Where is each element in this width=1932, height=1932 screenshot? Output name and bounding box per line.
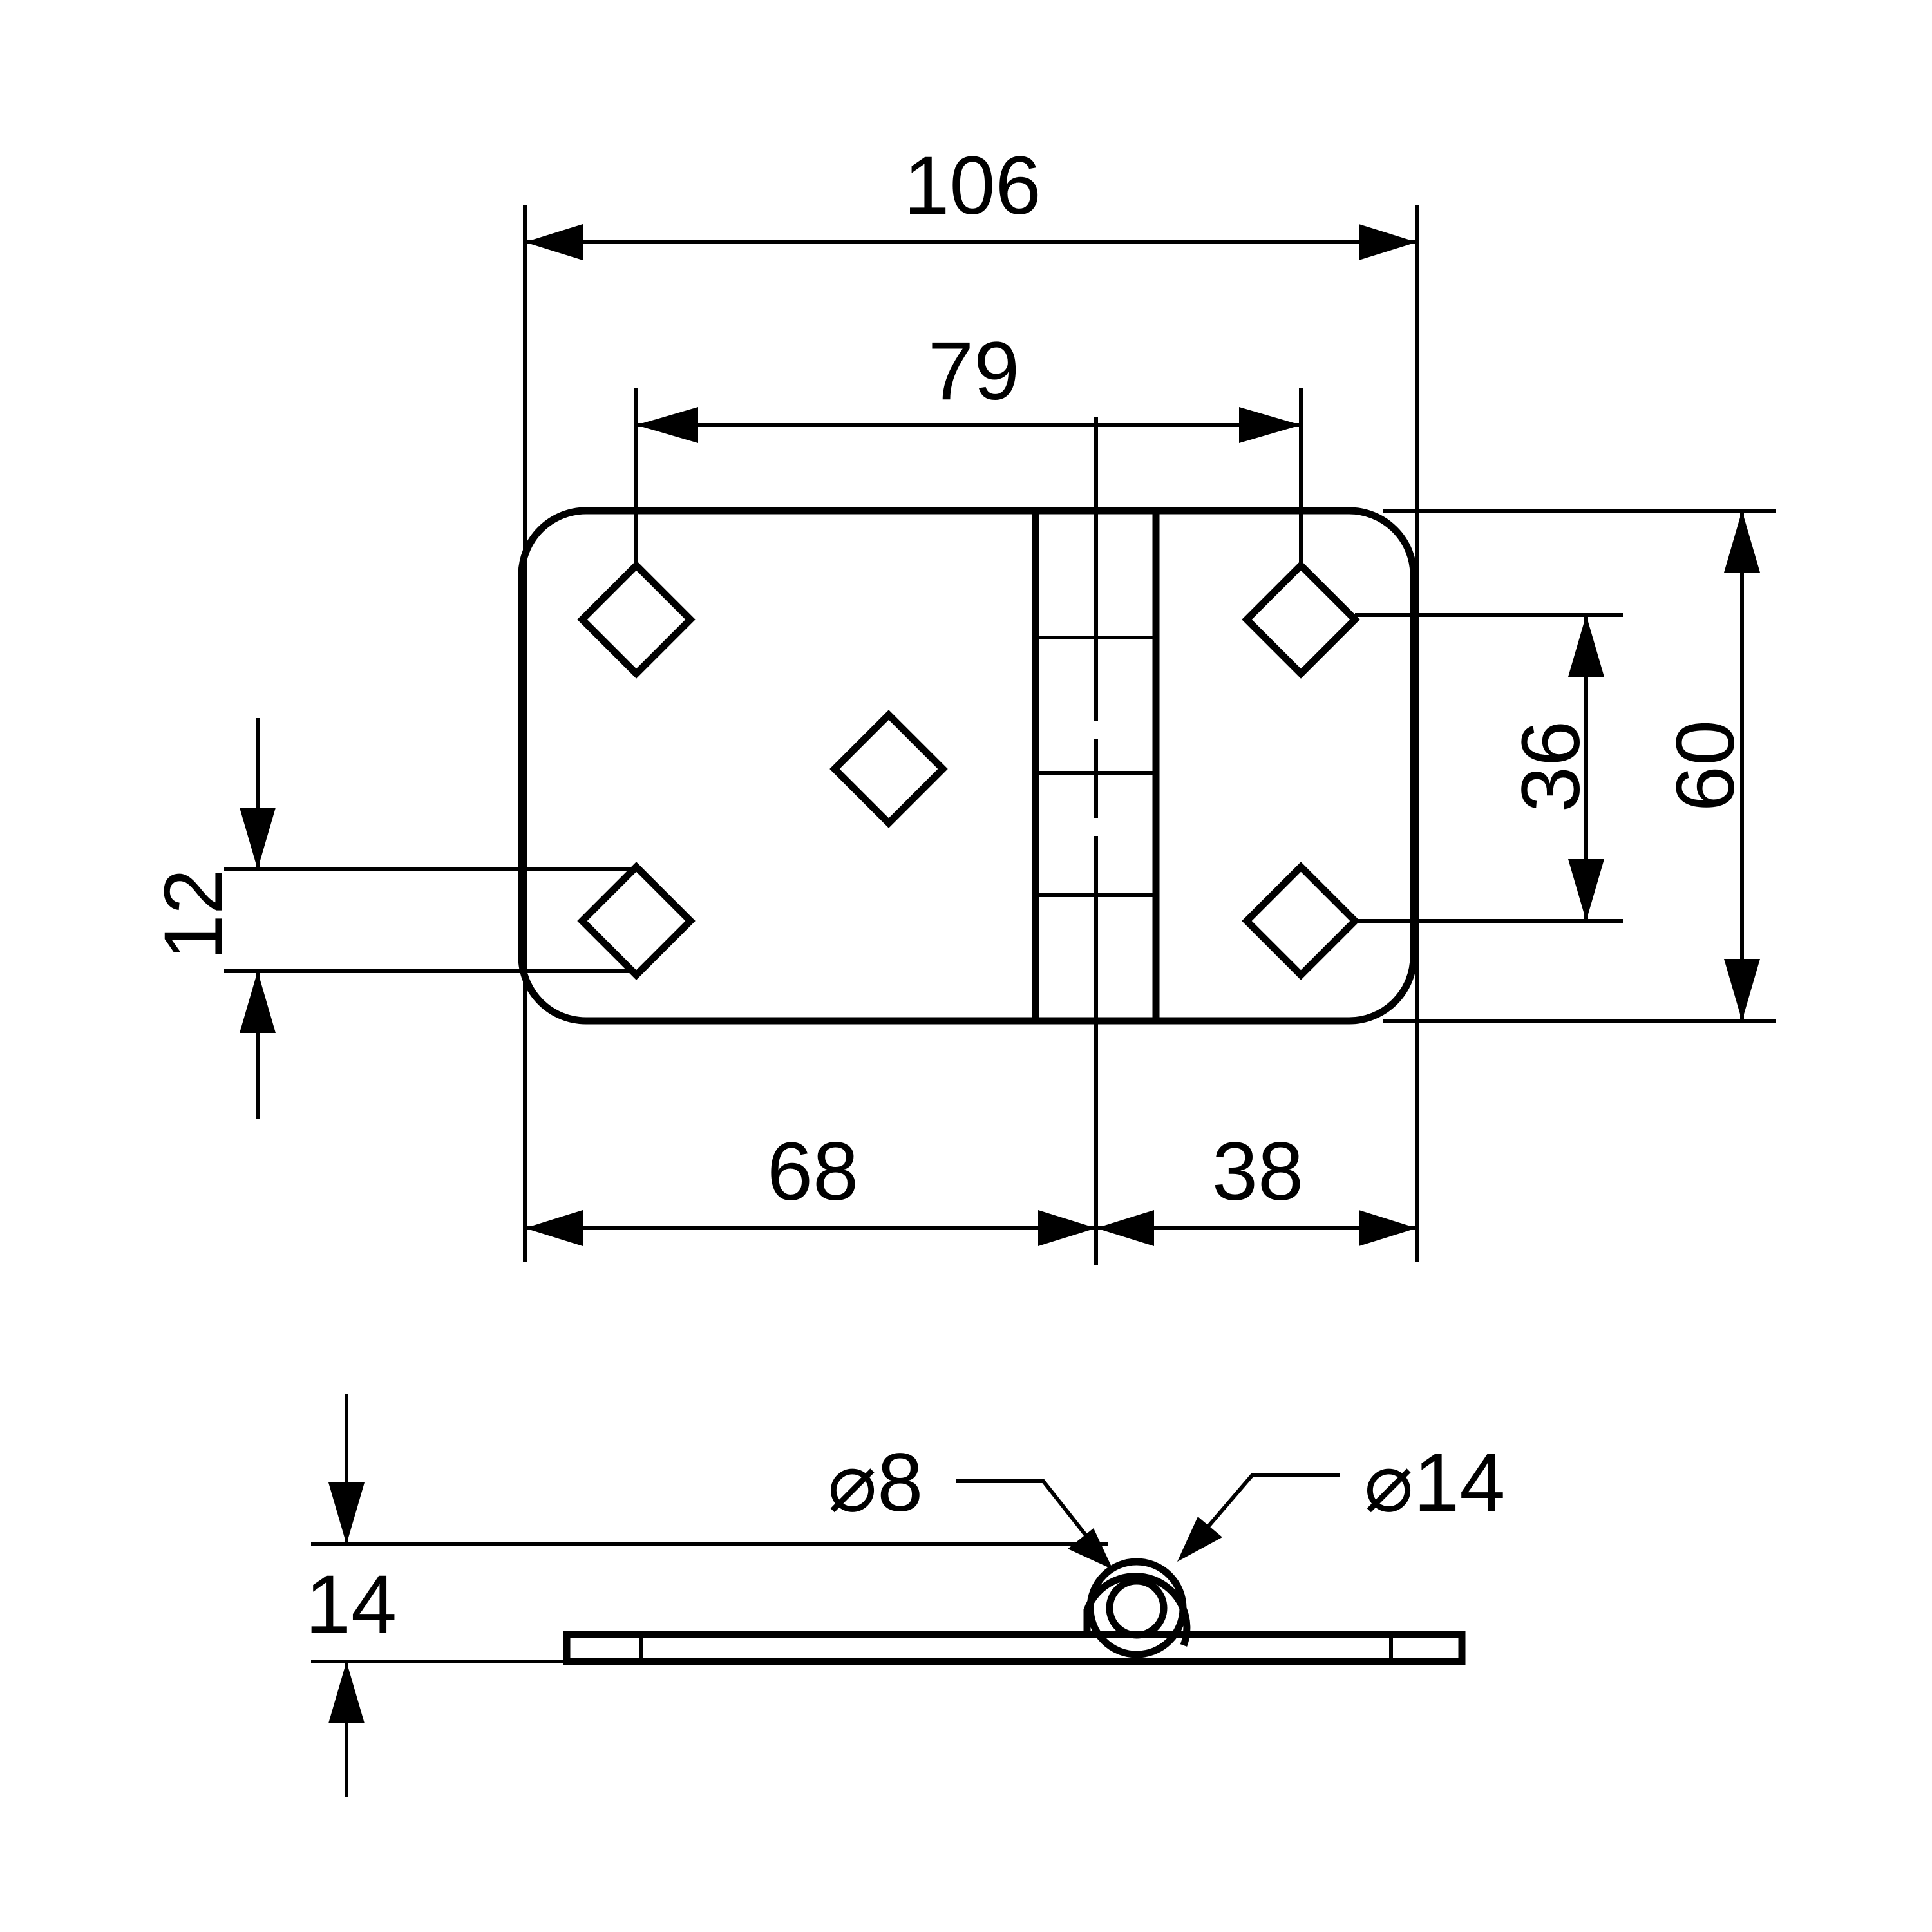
dimension-hole-spacing-width: 36 <box>1355 613 1623 923</box>
plan-view: 106 79 68 38 60 <box>147 140 1776 1265</box>
dimension-label-106: 106 <box>904 140 1041 232</box>
hinge-leaf-profile <box>563 1631 1466 1665</box>
dimension-label-pin-diameter: ⌀8 <box>828 1437 923 1529</box>
dimension-label-thickness: 14 <box>305 1558 397 1651</box>
side-view: ⌀8 ⌀14 14 <box>305 1394 1505 1797</box>
dimension-label-38: 38 <box>1212 1126 1303 1218</box>
square-hole-bottom-left <box>577 862 696 980</box>
dimension-edge-offset: 12 <box>147 718 636 1119</box>
knuckle-profile <box>1083 1573 1191 1647</box>
knuckle-outer <box>1086 1558 1187 1658</box>
leader-pin-diameter: ⌀8 <box>828 1437 1113 1569</box>
leader-knuckle-diameter: ⌀14 <box>1177 1437 1505 1562</box>
hinge-plate-outline <box>518 507 1417 1025</box>
mounting-holes <box>577 560 1360 980</box>
dimension-label-60: 60 <box>1660 720 1752 811</box>
dimension-hole-spacing-length: 79 <box>634 325 1303 565</box>
knuckle-band <box>1032 511 1160 1021</box>
pin-circle <box>1106 1577 1168 1639</box>
dimension-label-12: 12 <box>147 869 240 960</box>
countersink-marks <box>639 1634 1393 1662</box>
dimension-overall-width: 60 <box>1383 509 1776 1023</box>
dimension-label-79: 79 <box>928 325 1019 417</box>
square-hole-bottom-right <box>1242 862 1360 980</box>
square-hole-top-left <box>577 560 696 679</box>
dimension-label-knuckle-diameter: ⌀14 <box>1364 1437 1505 1529</box>
dimension-label-36: 36 <box>1505 721 1597 812</box>
square-hole-top-right <box>1242 560 1360 679</box>
dimension-overall-length: 106 <box>523 140 1419 1262</box>
dimension-leaf-lengths: 68 38 <box>525 1126 1417 1246</box>
square-hole-center <box>829 710 948 828</box>
dimension-thickness: 14 <box>305 1394 1108 1797</box>
dimension-label-68: 68 <box>767 1126 858 1218</box>
